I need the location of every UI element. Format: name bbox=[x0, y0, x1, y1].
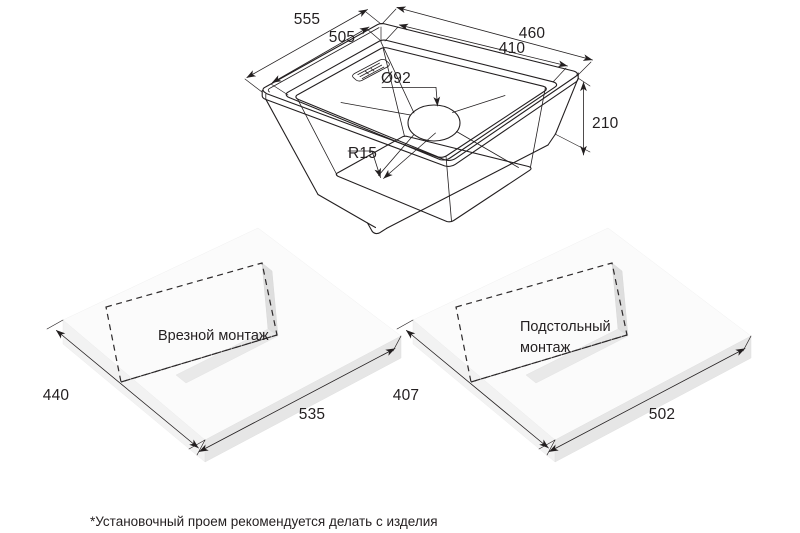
dim-height: 210 bbox=[592, 115, 619, 132]
sink-isometric-view bbox=[261, 23, 579, 235]
dim-overall-width: 555 bbox=[294, 11, 320, 28]
drain-slope-lines bbox=[340, 95, 519, 176]
dim-flush-width: 535 bbox=[299, 406, 325, 423]
sink-rim bbox=[261, 23, 579, 167]
cutout-flush-mount bbox=[62, 227, 402, 463]
dim-bowl-width: 505 bbox=[329, 29, 355, 46]
dim-corner-radius: R15 bbox=[348, 145, 377, 162]
label-flush-mount: Врезной монтаж bbox=[158, 328, 269, 344]
cutout-undermount bbox=[412, 227, 752, 463]
dim-undermount-width: 502 bbox=[649, 406, 675, 423]
dim-bowl-depth: 410 bbox=[499, 40, 526, 57]
label-undermount-line1: Подстольный bbox=[520, 319, 611, 335]
cutout-flush-mount-dimensions bbox=[46, 319, 402, 456]
cutout-undermount-dimensions bbox=[396, 319, 752, 456]
sink-body bbox=[265, 77, 579, 235]
sink-bowl bbox=[295, 47, 547, 223]
dim-undermount-depth: 407 bbox=[393, 387, 419, 404]
dim-overall-depth: 460 bbox=[519, 25, 546, 42]
dim-flush-depth: 440 bbox=[43, 387, 70, 404]
dim-drain-diameter: Ø92 bbox=[381, 70, 411, 87]
sink-dimension-lines bbox=[244, 6, 593, 179]
label-undermount-line2: монтаж bbox=[520, 340, 571, 356]
footnote-text: *Установочный проем рекомендуется делать… bbox=[90, 514, 438, 529]
